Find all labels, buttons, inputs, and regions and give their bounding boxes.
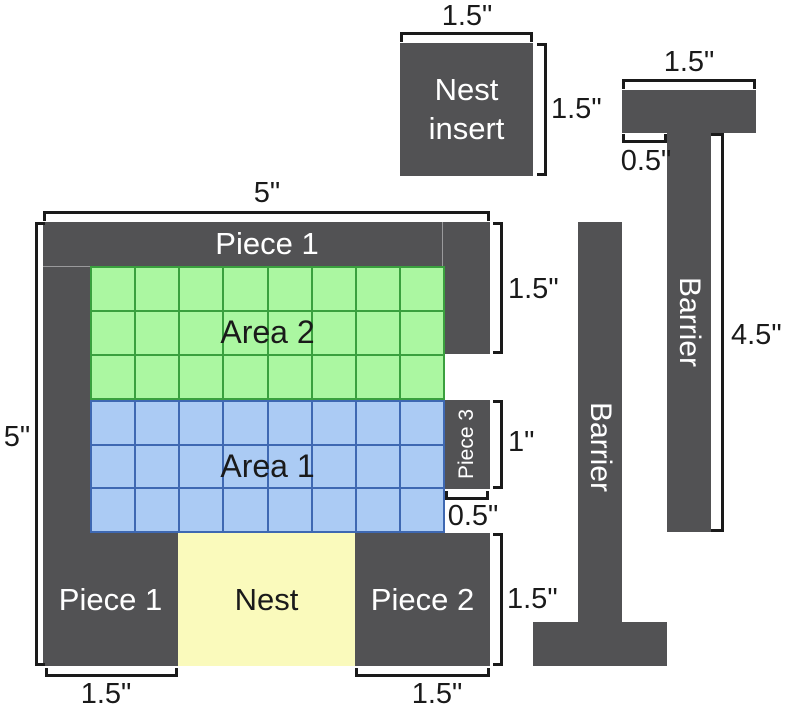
grid-cell	[312, 312, 355, 354]
grid-cell	[312, 445, 355, 488]
arena-nest-label: Nest	[234, 581, 299, 617]
t-barrier-width-dim: 1.5"	[663, 46, 715, 78]
grid-cell	[92, 445, 135, 488]
grid-cell	[356, 402, 399, 444]
grid-cell	[136, 356, 179, 398]
grid-cell	[224, 489, 267, 531]
grid-cell	[400, 445, 443, 488]
grid-cell	[224, 312, 267, 354]
grid-cell	[356, 356, 399, 398]
t-barrier-overhang-bracket	[622, 134, 667, 143]
grid-cell	[356, 268, 399, 310]
grid-cell	[180, 312, 223, 354]
piece-seam-horizontal	[43, 266, 90, 267]
arena-right-bottom-dim: 1.5"	[507, 583, 558, 615]
arena-top-width-dim: 5"	[253, 177, 281, 209]
grid-cell	[268, 489, 311, 531]
area2-label: Area 2	[220, 314, 315, 351]
grid-cell	[356, 312, 399, 354]
grid-cell	[92, 312, 135, 354]
grid-cell	[400, 402, 443, 444]
arena-left-height-dim: 5"	[3, 421, 31, 453]
grid-cell	[268, 445, 311, 488]
arena-bottom-right-bracket	[355, 668, 490, 677]
arena-right-top-dim: 1.5"	[508, 273, 559, 305]
arena-top-width-bracket	[43, 211, 490, 221]
t-barrier-height-dim: 4.5"	[731, 319, 782, 351]
grid-cell	[136, 489, 179, 531]
standing-barrier-stem	[578, 222, 622, 622]
area1-grid: Area 1	[90, 400, 445, 533]
side-piece-height-bracket	[493, 400, 503, 489]
arena-left-wall	[43, 266, 90, 533]
standing-barrier-base	[533, 622, 667, 666]
nest-insert-block: Nest insert	[400, 43, 533, 176]
t-barrier-width-bracket	[622, 79, 756, 89]
arena-top-piece: Piece 1	[43, 222, 443, 266]
area1-label: Area 1	[220, 447, 315, 484]
arena-bottom-left-dim: 1.5"	[80, 678, 132, 710]
grid-cell	[180, 445, 223, 488]
grid-cell	[312, 489, 355, 531]
grid-cell	[180, 402, 223, 444]
arena-bottom-left-bracket	[45, 668, 178, 677]
nest-insert-height-bracket	[537, 43, 547, 176]
grid-cell	[268, 356, 311, 398]
grid-cell	[224, 445, 267, 488]
nest-insert-height-dim: 1.5"	[551, 93, 602, 125]
grid-cell	[356, 445, 399, 488]
arena-right-bottom-bracket	[493, 533, 503, 666]
grid-cell	[268, 402, 311, 444]
grid-cell	[136, 402, 179, 444]
grid-cell	[136, 268, 179, 310]
arena-left-height-bracket	[35, 222, 45, 666]
grid-cell	[400, 489, 443, 531]
arena-bottom-left-piece-label: Piece 1	[58, 581, 163, 617]
grid-cell	[180, 268, 223, 310]
grid-cell	[312, 356, 355, 398]
grid-cell	[92, 356, 135, 398]
arena-right-top-bracket	[493, 222, 503, 354]
arena-top-piece-label: Piece 1	[215, 226, 319, 261]
arena-side-piece	[445, 400, 490, 489]
grid-cell	[224, 356, 267, 398]
piece-seam-vertical	[442, 222, 443, 266]
side-piece-width-bracket	[445, 491, 489, 500]
t-barrier-height-bracket	[711, 133, 724, 532]
side-piece-height-dim: 1"	[508, 426, 535, 458]
grid-cell	[136, 312, 179, 354]
grid-cell	[268, 268, 311, 310]
area2-grid: Area 2	[90, 266, 445, 400]
grid-cell	[180, 489, 223, 531]
t-barrier-top-bar	[622, 90, 756, 133]
grid-cell	[92, 489, 135, 531]
grid-cell	[400, 312, 443, 354]
nest-insert-width-dim: 1.5"	[441, 0, 493, 32]
arena-bottom-right-piece-label: Piece 2	[370, 581, 475, 617]
grid-cell	[92, 268, 135, 310]
arena-bottom-right-dim: 1.5"	[411, 678, 463, 710]
grid-cell	[356, 489, 399, 531]
t-barrier-stem	[667, 133, 711, 532]
grid-cell	[312, 402, 355, 444]
arena-bottom-right-piece: Piece 2	[355, 533, 490, 666]
grid-cell	[224, 268, 267, 310]
grid-cell	[400, 268, 443, 310]
grid-cell	[400, 356, 443, 398]
grid-cell	[224, 402, 267, 444]
grid-cell	[136, 445, 179, 488]
side-piece-width-dim: 0.5"	[447, 500, 499, 532]
arena-bottom-left-piece: Piece 1	[43, 533, 178, 666]
grid-cell	[268, 312, 311, 354]
t-barrier-overhang-dim: 0.5"	[620, 145, 672, 177]
grid-cell	[92, 402, 135, 444]
arena-right-wall	[443, 222, 490, 354]
arena-nest-area: Nest	[178, 533, 355, 666]
nest-insert-width-bracket	[400, 32, 533, 42]
grid-cell	[180, 356, 223, 398]
grid-cell	[312, 268, 355, 310]
nest-insert-label: Nest insert	[428, 71, 505, 146]
